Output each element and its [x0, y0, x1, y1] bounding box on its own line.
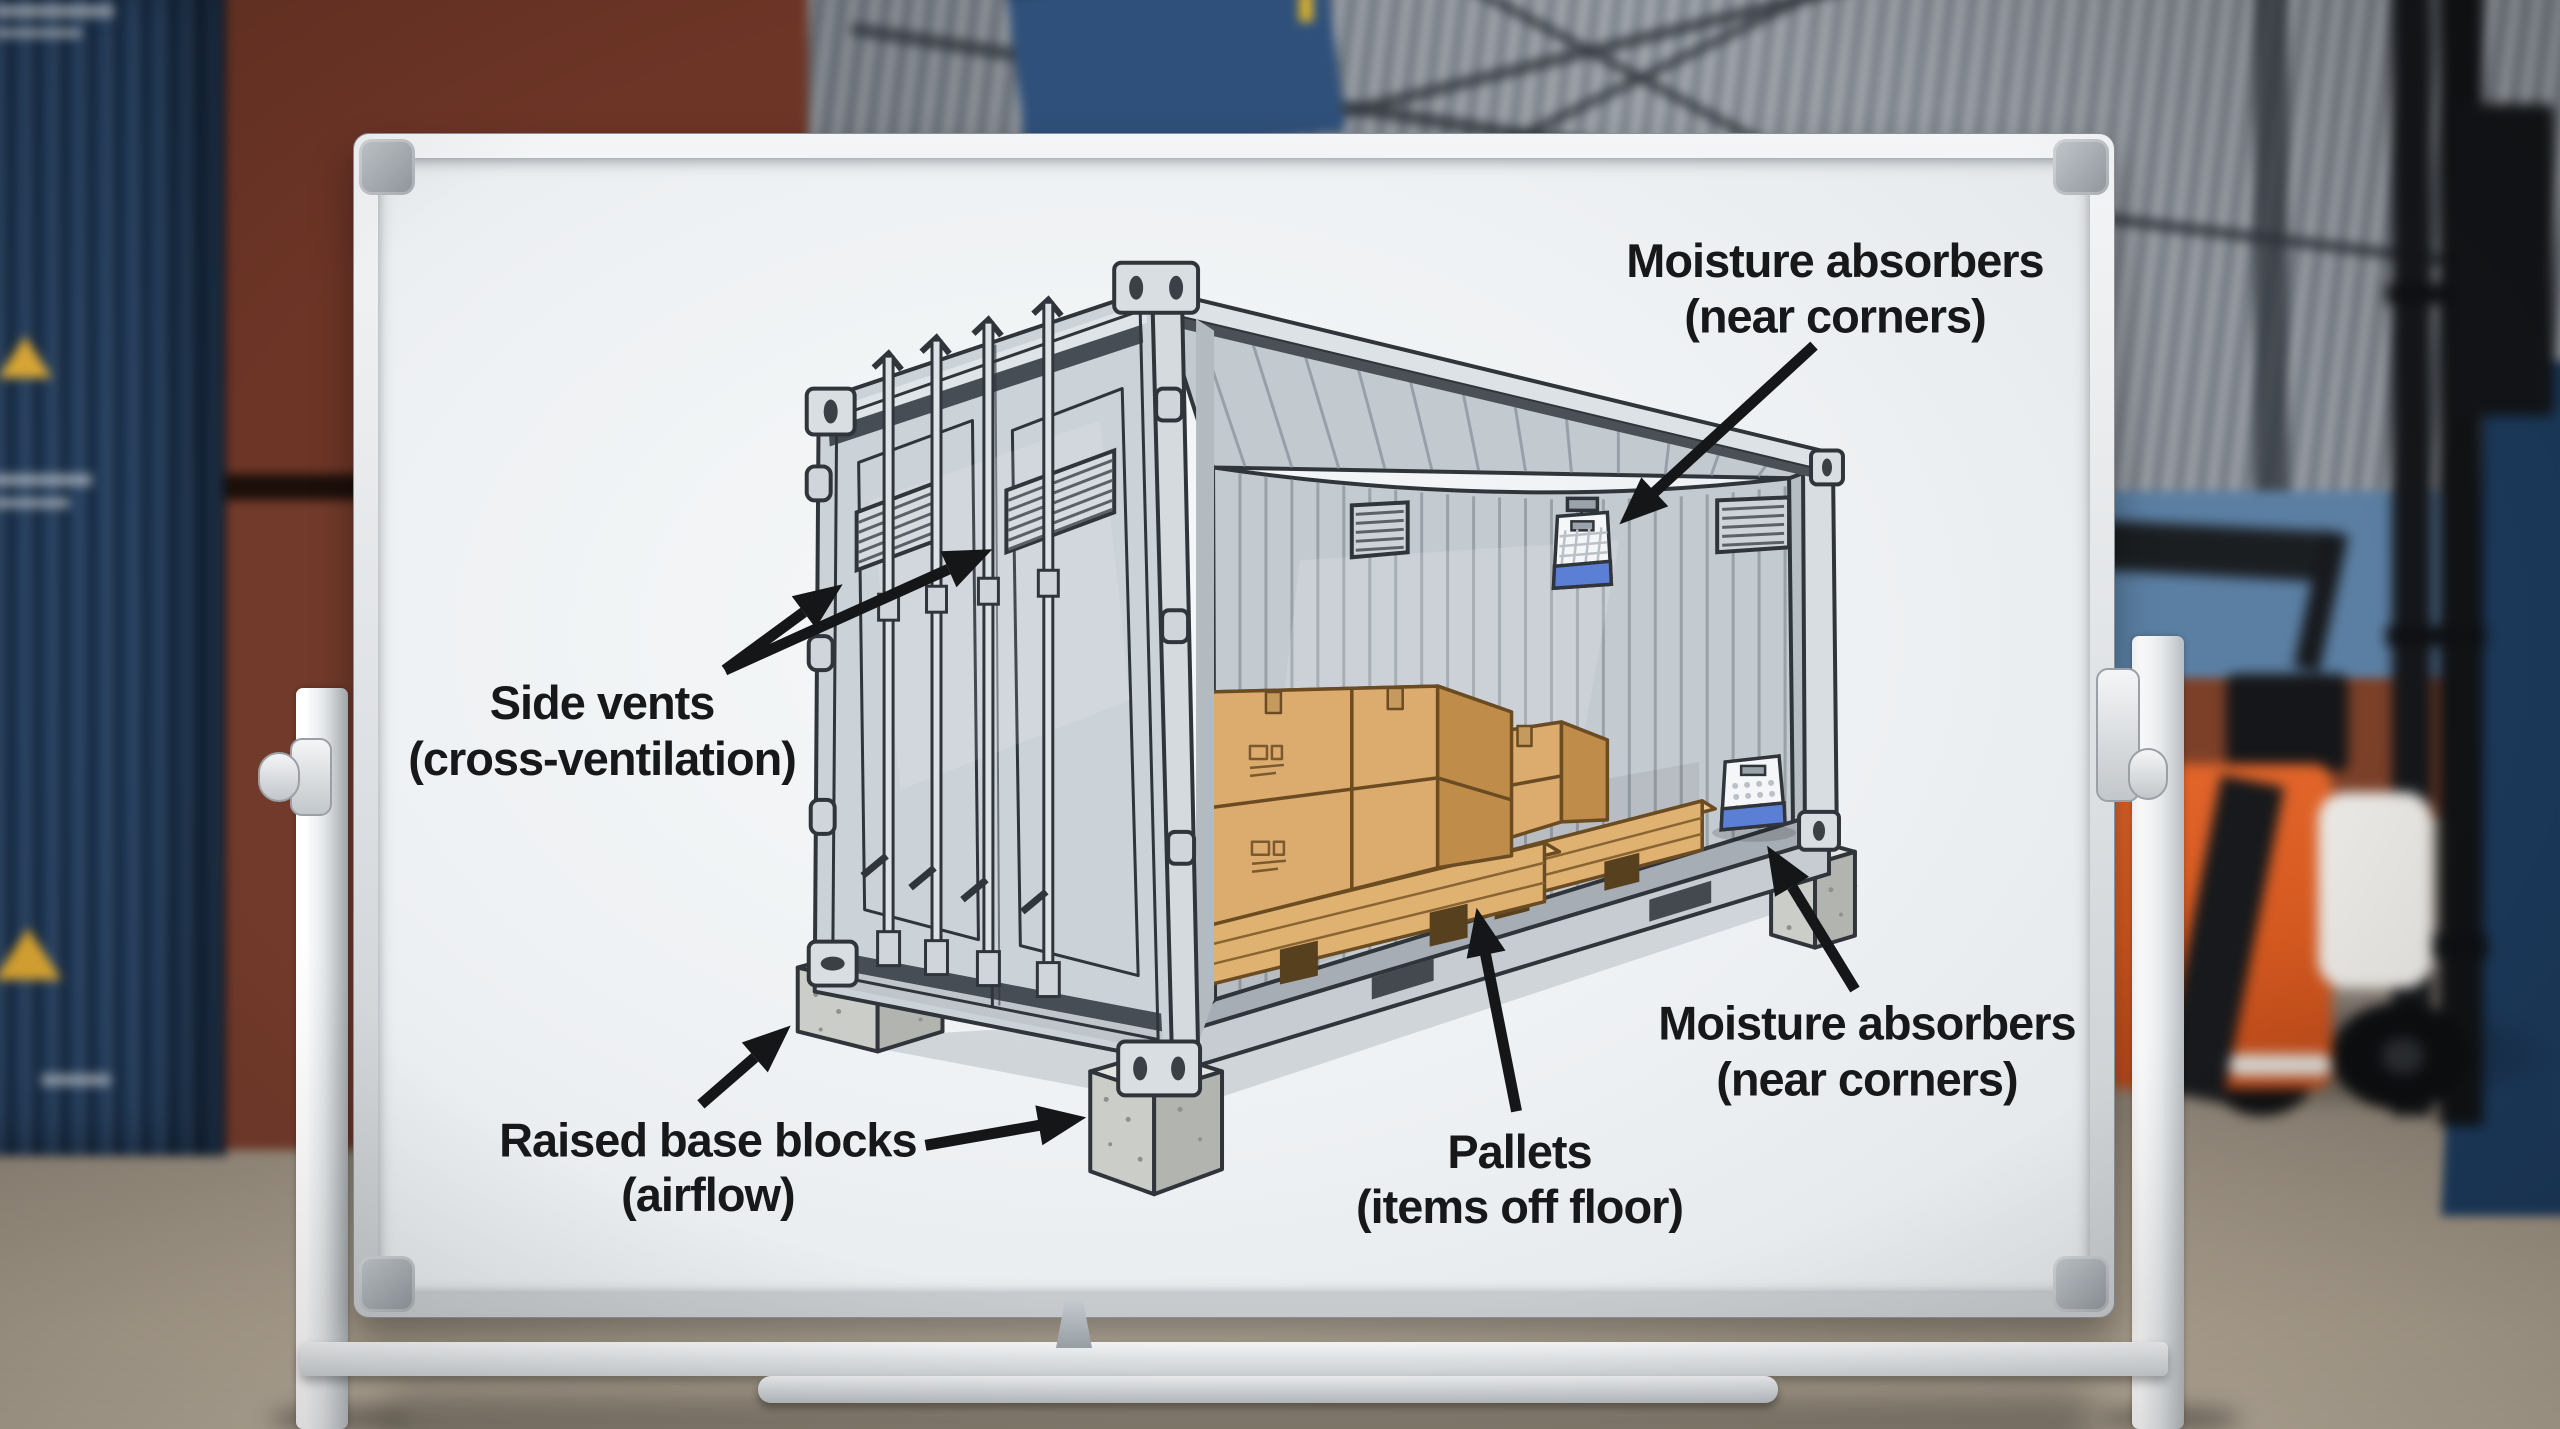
label-pallets-line2: (items off floor) [1356, 1181, 1683, 1233]
lock-rod [908, 333, 952, 977]
annotation-arrow [697, 1025, 791, 1109]
container-marking [1299, 0, 1313, 22]
label-moisture-corner-line1: Moisture absorbers [1658, 997, 2075, 1049]
warning-triangle-icon [0, 336, 52, 378]
container-marking [0, 498, 70, 508]
door-vent-right [1004, 447, 1117, 556]
label-side-vents-line2: (cross-ventilation) [408, 733, 796, 785]
frame-corner-cap [359, 1256, 415, 1312]
container-marking [0, 474, 92, 486]
annotation-arrow [1619, 341, 1818, 525]
lock-rod [960, 315, 1004, 988]
mast-carriage [2454, 104, 2554, 416]
forklift-seat [2226, 674, 2348, 772]
interior-front-wall [1196, 318, 1215, 1050]
wrapped-load [2318, 792, 2432, 988]
lock-rod [1020, 295, 1064, 999]
annotation-arrows [697, 341, 1860, 1151]
annotation-arrow [1767, 845, 1860, 993]
label-moisture-top-line2: (near corners) [1684, 291, 1985, 343]
absorber-mesh [1559, 527, 1608, 567]
pivot-knob-left-cap [258, 752, 300, 802]
frame-corner-cap [2053, 139, 2109, 195]
wheel-hub [2382, 1038, 2424, 1074]
container-marking [0, 28, 82, 38]
marker-tray [758, 1376, 1778, 1403]
pallet-front [1196, 841, 1562, 990]
interior-vent-right [1715, 495, 1792, 555]
corner-casting-far-bottom [1797, 809, 1841, 852]
annotation-arrow [924, 1105, 1087, 1151]
corner-casting-far-top [1809, 448, 1845, 487]
stand-crossbar [300, 1342, 2168, 1376]
door-bottom-rail [831, 950, 1163, 1032]
fork-pocket [1649, 880, 1712, 922]
box-print-marks [1248, 744, 1287, 873]
interior-vent-left [1349, 500, 1410, 560]
frame-corner-cap [359, 139, 415, 195]
annotation-arrow [722, 549, 993, 676]
door-hinge [804, 464, 833, 503]
label-pallets-line1: Pallets [1447, 1126, 1591, 1178]
frame-corner-cap [2053, 1256, 2109, 1312]
whiteboard: Moisture absorbers (near corners) Side v… [353, 133, 2115, 1318]
label-raised-blocks-line1: Raised base blocks [499, 1114, 916, 1166]
label-moisture-top-line1: Moisture absorbers [1626, 235, 2043, 287]
label-moisture-corner-line2: (near corners) [1716, 1053, 2017, 1105]
mast-crossmember [2386, 626, 2486, 646]
warning-triangle-icon [0, 928, 62, 980]
container-marking [41, 1074, 111, 1086]
floor-reflection [2229, 1054, 2331, 1076]
far-corner-post [1787, 459, 1839, 855]
roof-column [2254, 0, 2288, 546]
overhead-guard [2096, 519, 2335, 583]
corner-castings-front [804, 260, 1203, 1098]
annotation-arrow [1466, 907, 1522, 1113]
moisture-absorber-floor [1712, 754, 1797, 842]
box-stack-front [1206, 684, 1514, 928]
fork-pocket [1371, 958, 1434, 1000]
label-raised-blocks-line2: (airflow) [621, 1169, 794, 1221]
lock-rod [860, 349, 904, 968]
door-lock-rods [860, 295, 1064, 999]
moisture-absorber-hanging [1551, 496, 1614, 591]
door-hinge [806, 634, 835, 673]
door-hinge [808, 797, 837, 836]
diagram-svg: Moisture absorbers (near corners) Side v… [408, 235, 2076, 1233]
door-panel-right [1010, 387, 1140, 978]
label-side-vents-line1: Side vents [490, 677, 715, 729]
container-marking [0, 4, 114, 18]
pivot-knob-right-cap [2128, 748, 2168, 800]
diagram-labels: Moisture absorbers (near corners) Side v… [408, 235, 2076, 1233]
